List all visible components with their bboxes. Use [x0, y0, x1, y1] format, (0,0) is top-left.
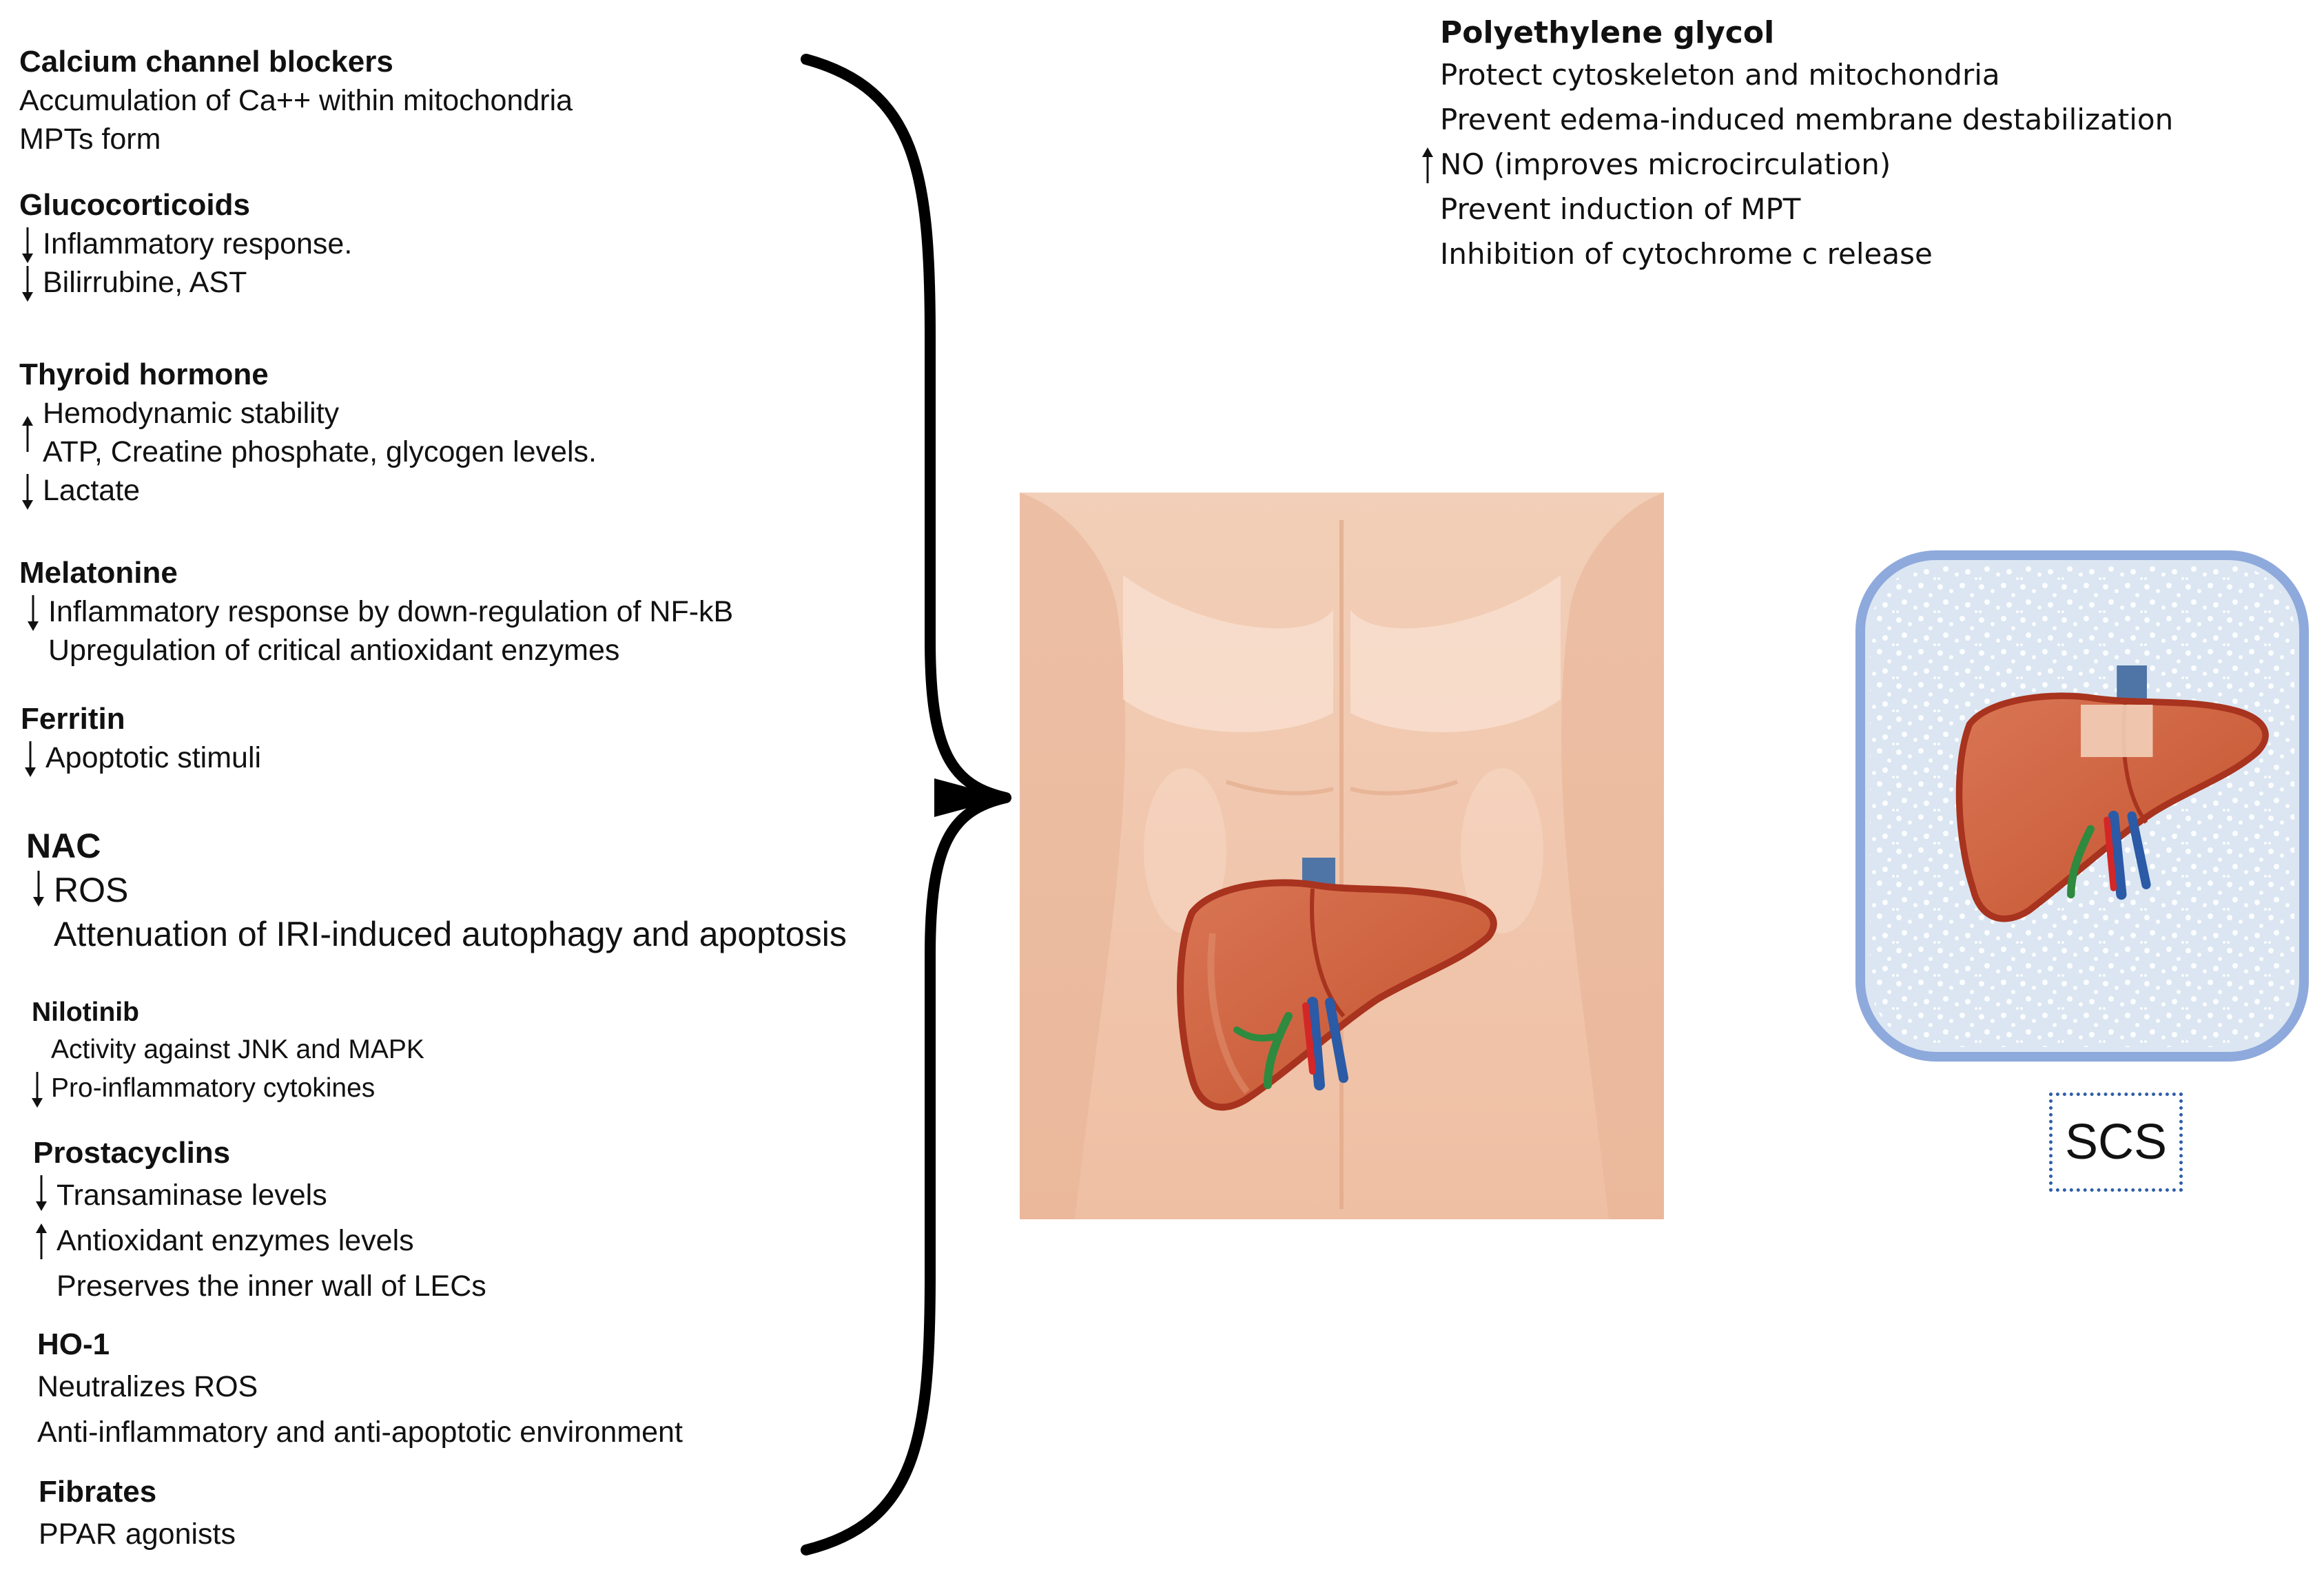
arrow-down-icon: [25, 594, 41, 632]
drug-block-calcium: Calcium channel blockers Accumulation of…: [19, 43, 573, 158]
liver-icon: [1955, 665, 2269, 922]
torso-illustration: [1020, 493, 1664, 1219]
drug-block-prostacyclins: Prostacyclins Transaminase levels Antiox…: [33, 1134, 486, 1309]
arrow-down-icon: [33, 1174, 50, 1212]
drug-effect: Preserves the inner wall of LECs: [56, 1270, 486, 1303]
drug-effect: Pro-inflammatory cytokines: [32, 1069, 424, 1108]
drug-effect: Attenuation of IRI-induced autophagy and…: [54, 915, 847, 953]
drug-block-thyroid: Thyroid hormone Hemodynamic stability AT…: [19, 355, 597, 510]
drug-effect: Apoptotic stimuli: [25, 738, 261, 777]
arrow-up-icon: [33, 1222, 50, 1261]
drug-effect: Transaminase levels: [36, 1172, 486, 1218]
drug-block-glucocorticoids: Glucocorticoids Inflammatory response. B…: [19, 186, 352, 302]
drug-title: Fibrates: [39, 1475, 157, 1509]
drug-effect: PPAR agonists: [39, 1518, 236, 1551]
peg-effect: Prevent induction of MPT: [1440, 192, 1801, 226]
scs-label: SCS: [2049, 1093, 2183, 1192]
drug-effect: Antioxidant enzymes levels: [36, 1218, 486, 1263]
drug-effect: Activity against JNK and MAPK: [51, 1035, 424, 1064]
drug-title: Prostacyclins: [33, 1136, 231, 1170]
drug-title: Calcium channel blockers: [19, 45, 393, 79]
drug-title: Thyroid hormone: [19, 358, 269, 391]
drug-effect: Lactate: [22, 471, 597, 510]
peg-effect: NO (improves microcirculation): [1422, 142, 2173, 187]
drug-block-melatonine: Melatonine Inflammatory response by down…: [19, 554, 733, 670]
drug-title: Ferritin: [21, 702, 125, 736]
drug-block-nac: NAC ROS Attenuation of IRI-induced autop…: [26, 824, 847, 956]
drug-effect: Neutralizes ROS: [37, 1370, 258, 1403]
curly-brace: [801, 54, 1011, 1555]
peg-block: Polyethylene glycol Protect cytoskeleton…: [1422, 14, 2174, 276]
arrow-down-icon: [29, 1071, 45, 1109]
drug-effect: Inflammatory response by down-regulation…: [28, 592, 733, 631]
drug-title: Nilotinib: [32, 997, 139, 1027]
arrow-up-icon: [19, 415, 36, 453]
drug-effect: MPTs form: [19, 123, 161, 156]
scs-container: [1855, 550, 2309, 1062]
drug-effect: Bilirrubine, AST: [22, 263, 352, 302]
drug-title: Glucocorticoids: [19, 188, 250, 222]
drug-title: Melatonine: [19, 556, 178, 590]
drug-title: HO-1: [37, 1327, 110, 1361]
arrow-down-icon: [22, 740, 39, 778]
drug-effect: ROS: [33, 868, 847, 912]
drug-block-nilotinib: Nilotinib Activity against JNK and MAPK …: [32, 995, 424, 1108]
drug-effect: Upregulation of critical antioxidant enz…: [48, 634, 620, 667]
drug-effect: Accumulation of Ca++ within mitochondria: [19, 84, 573, 117]
peg-effect: Inhibition of cytochrome c release: [1440, 237, 1933, 271]
drug-effect: ATP, Creatine phosphate, glycogen levels…: [22, 416, 597, 471]
arrow-down-icon: [19, 226, 36, 265]
drug-effect: Hemodynamic stability: [43, 397, 340, 430]
arrow-down-icon: [30, 869, 47, 908]
drug-effect: Inflammatory response.: [22, 225, 352, 263]
arrow-up-icon: [1419, 146, 1436, 185]
arrow-down-icon: [19, 265, 36, 303]
liver-icon: [1177, 858, 1497, 1111]
drug-block-fibrates: Fibrates PPAR agonists: [39, 1473, 236, 1557]
peg-title: Polyethylene glycol: [1440, 15, 1775, 50]
drug-block-ho1: HO-1 Neutralizes ROS Anti-inflammatory a…: [37, 1325, 683, 1455]
peg-effect: Prevent edema-induced membrane destabili…: [1440, 103, 2174, 136]
drug-block-ferritin: Ferritin Apoptotic stimuli: [21, 700, 261, 777]
drug-title: NAC: [26, 827, 101, 865]
arrow-down-icon: [19, 473, 36, 511]
drug-effect: Anti-inflammatory and anti-apoptotic env…: [37, 1416, 683, 1449]
peg-effect: Protect cytoskeleton and mitochondria: [1440, 58, 2000, 92]
